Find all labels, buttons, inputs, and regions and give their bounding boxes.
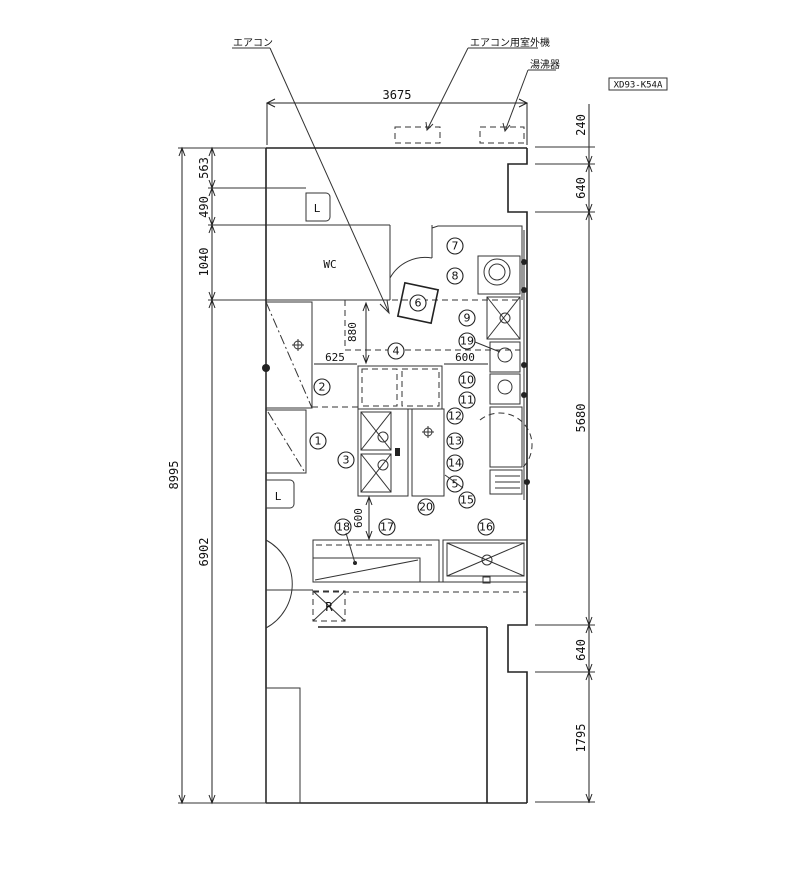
svg-text:7: 7 <box>452 240 459 253</box>
dimension-inner-600-bottom: 600 <box>352 495 373 541</box>
refrigerator-mark: R <box>312 590 346 622</box>
callout-water-heater-label: 湯沸器 <box>530 58 560 71</box>
svg-text:9: 9 <box>464 312 471 325</box>
dimension-right-240: 240 <box>574 114 588 136</box>
dimension-left-563: 563 <box>197 157 211 179</box>
dimension-top-width: 3675 <box>265 88 529 145</box>
wc-label: WC <box>323 258 336 271</box>
svg-text:20: 20 <box>419 501 433 514</box>
equipment-marker: 9 <box>458 309 476 327</box>
equipment-marker: 1 <box>309 432 327 450</box>
ac-outdoor-unit <box>394 126 441 144</box>
rotated-unit <box>396 281 440 325</box>
dimension-inner-625: 625 <box>314 351 357 365</box>
left-counter <box>262 301 313 409</box>
equipment-marker: 12 <box>446 407 464 425</box>
work-table <box>357 365 443 410</box>
svg-text:16: 16 <box>479 521 493 534</box>
dimension-inner-600-bottom-label: 600 <box>352 508 365 528</box>
dimension-right-1795: 1795 <box>574 724 588 753</box>
svg-text:11: 11 <box>460 394 474 407</box>
equipment-marker: 18 <box>334 518 352 536</box>
equipment-marker: 13 <box>446 432 464 450</box>
callout-air-conditioner-label: エアコン <box>233 38 273 49</box>
locker-bottom-label: L <box>275 490 282 503</box>
locker-top: L <box>305 192 331 222</box>
equipment-marker: 14 <box>446 454 464 472</box>
dimension-left-segments: 563 490 1040 6902 <box>197 146 266 805</box>
callout-air-conditioner: エアコン <box>232 38 390 315</box>
svg-text:19: 19 <box>460 335 474 348</box>
svg-text:15: 15 <box>460 494 474 507</box>
entrance-door-swing <box>265 539 293 629</box>
dimension-left-total-label: 8995 <box>167 461 181 490</box>
dimension-left-6902: 6902 <box>197 538 211 567</box>
equipment-marker: 19 <box>458 332 476 350</box>
dimension-left-1040: 1040 <box>197 248 211 277</box>
left-cabinet <box>265 409 307 474</box>
svg-text:13: 13 <box>448 435 462 448</box>
callout-ac-outdoor-unit-label: エアコン用室外機 <box>470 36 550 49</box>
equipment-marker: 2 <box>313 378 331 396</box>
dimension-inner-600-top-label: 600 <box>455 351 475 364</box>
wc-door-swing <box>389 256 433 279</box>
drawing-code-box: XD93-K54A <box>608 77 668 91</box>
bottom-sink <box>442 539 528 584</box>
svg-text:18: 18 <box>336 521 350 534</box>
equipment-marker: 15 <box>458 491 476 509</box>
outer-walls <box>265 147 528 804</box>
double-sink <box>357 408 409 497</box>
dimension-inner-600-top: 600 <box>444 351 488 365</box>
equipment-marker: 7 <box>446 237 464 255</box>
svg-text:8: 8 <box>452 270 459 283</box>
svg-text:1: 1 <box>315 435 322 448</box>
equipment-marker: 15 <box>459 492 475 508</box>
equipment-marker: 10 <box>458 371 476 389</box>
dimension-right-640-bottom: 640 <box>574 639 588 661</box>
equipment-marker: 16 <box>477 518 495 536</box>
dimension-left-490: 490 <box>197 196 211 218</box>
dimension-left-total: 8995 <box>167 146 266 805</box>
equipment-marker: 5 <box>446 475 464 493</box>
locker-bottom: L <box>265 479 295 509</box>
dimension-right-segments: 240 640 5680 640 1795 <box>535 104 595 804</box>
svg-text:14: 14 <box>448 457 462 470</box>
storage-room <box>265 687 301 804</box>
kitchen-partition <box>431 225 523 300</box>
dimension-right-5680: 5680 <box>574 404 588 433</box>
right-appliances <box>477 230 533 500</box>
refrigerator-mark-label: R <box>325 600 333 614</box>
svg-text:3: 3 <box>343 454 350 467</box>
svg-text:17: 17 <box>380 521 394 534</box>
locker-top-label: L <box>314 202 321 215</box>
svg-text:6: 6 <box>415 297 422 310</box>
equipment-marker: 3 <box>337 451 355 469</box>
dimension-inner-880: 880 <box>346 301 370 365</box>
equipment-marker: 8 <box>446 267 464 285</box>
bottom-counter <box>312 539 440 583</box>
equipment-marker: 6 <box>409 294 427 312</box>
svg-text:4: 4 <box>393 345 400 358</box>
svg-text:2: 2 <box>319 381 326 394</box>
prep-table <box>411 408 445 497</box>
dimension-right-640-top: 640 <box>574 177 588 199</box>
svg-text:5: 5 <box>452 478 459 491</box>
svg-text:10: 10 <box>460 374 474 387</box>
dimension-top-width-label: 3675 <box>383 88 412 102</box>
equipment-marker: 17 <box>378 518 396 536</box>
equipment-marker: 20 <box>417 498 435 516</box>
dimension-inner-625-label: 625 <box>325 351 345 364</box>
equipment-marker: 4 <box>387 342 405 360</box>
dimension-inner-880-label: 880 <box>346 322 359 342</box>
callout-water-heater: 湯沸器 <box>502 58 560 133</box>
drawing-code: XD93-K54A <box>614 81 663 91</box>
water-heater <box>479 126 525 144</box>
callout-ac-outdoor-unit: エアコン用室外機 <box>425 36 550 132</box>
svg-text:12: 12 <box>448 410 462 423</box>
equipment-marker: 11 <box>458 391 476 409</box>
